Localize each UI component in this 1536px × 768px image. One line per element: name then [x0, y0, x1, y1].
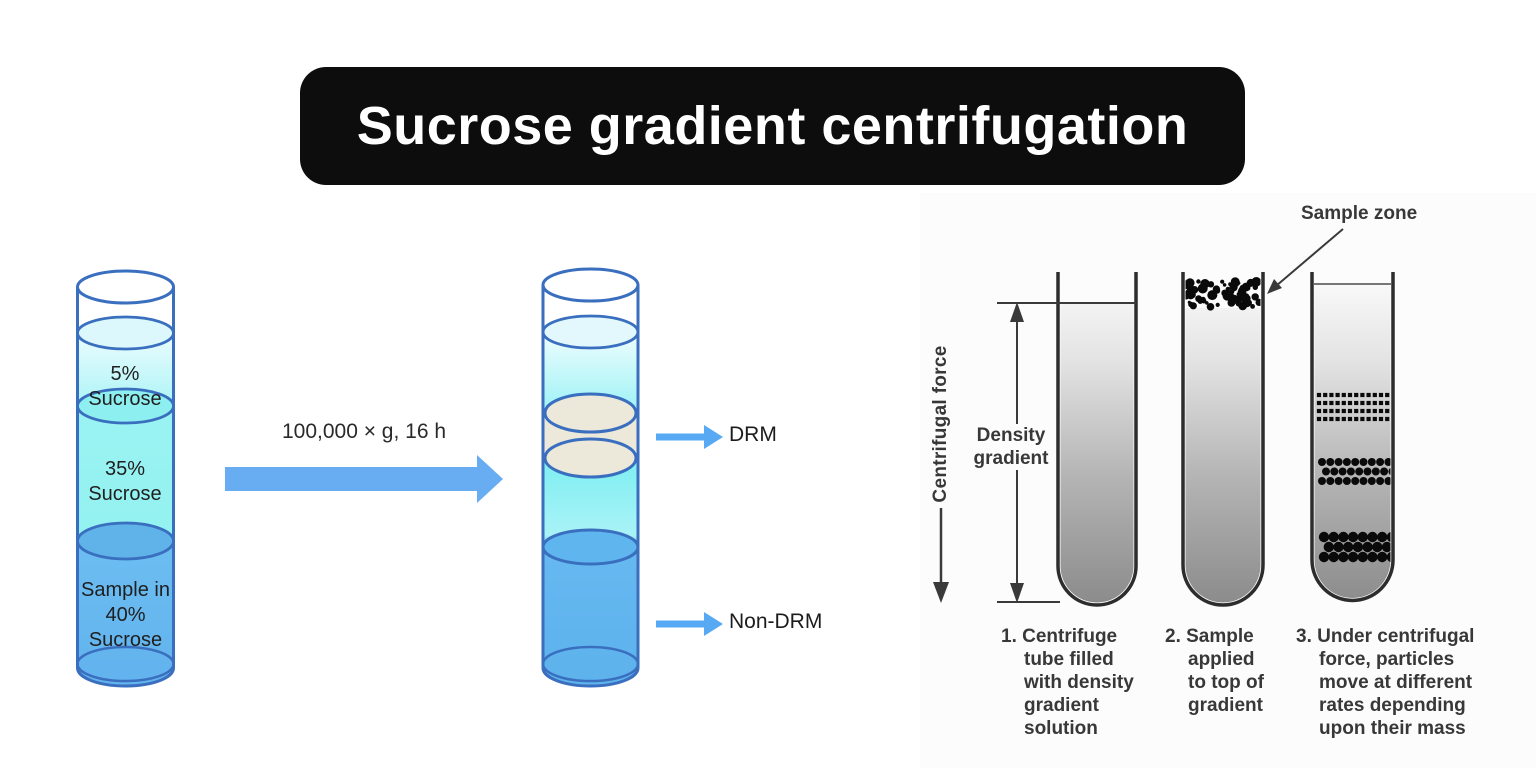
drm-pointer — [656, 425, 723, 449]
layer-label-sample-40pct: Sample in 40% Sucrose — [81, 579, 170, 651]
scan-tube-1 — [1056, 272, 1138, 607]
page-title: Sucrose gradient centrifugation — [356, 96, 1189, 156]
title-badge: Sucrose gradient centrifugation — [300, 67, 1245, 185]
scan-tube-3 — [1310, 272, 1395, 603]
centrifugal-force-arrow — [933, 508, 949, 603]
nondrm-arrowhead-icon — [704, 612, 723, 636]
drm-label: DRM — [729, 423, 777, 446]
layer-label-35pct: 35% Sucrose — [88, 458, 162, 505]
nondrm-pointer — [656, 612, 723, 636]
drm-arrowhead-icon — [704, 425, 723, 449]
nondrm-label: Non-DRM — [729, 610, 823, 633]
before-tube-mouth — [76, 269, 175, 305]
nondrm-surface — [541, 528, 640, 566]
sample-zone-pointer — [1267, 228, 1344, 294]
before-tube — [76, 269, 175, 688]
after-tube — [541, 267, 640, 688]
after-surface-ellipse — [541, 314, 640, 350]
scan-tube-2 — [1181, 272, 1265, 607]
sz-arrowhead-icon — [1267, 279, 1282, 294]
after-tube-mouth — [541, 267, 640, 303]
centrifugal-force-label: Centrifugal force — [930, 345, 951, 503]
sample-zone-label: Sample zone — [1301, 203, 1418, 224]
bracket-arrowhead-down — [1010, 583, 1024, 603]
before-surface-ellipse — [76, 315, 175, 351]
after-tube-glass — [541, 285, 640, 688]
bracket-arrowhead-up — [1010, 302, 1024, 322]
drm-band-top — [543, 392, 638, 434]
caption-step-3: 3. Under centrifugal force, particles mo… — [1296, 626, 1475, 739]
boundary-35-40 — [76, 521, 175, 561]
particle-bands — [1316, 392, 1391, 563]
layer-label-5pct: 5% Sucrose — [88, 363, 162, 410]
caption-step-2: 2. Sample applied to top of gradient — [1165, 626, 1264, 716]
after-tube-liquid — [543, 332, 638, 686]
centrifugation-conditions: 100,000 × g, 16 h — [281, 420, 447, 443]
cf-arrowhead-icon — [933, 582, 949, 603]
sample-zone-speckles — [1185, 277, 1261, 311]
process-arrow — [225, 455, 503, 503]
scan-panel — [920, 193, 1536, 768]
density-gradient-label: Density gradient — [967, 424, 1055, 470]
drm-band-bottom — [543, 437, 638, 479]
before-tube-glass — [76, 287, 175, 688]
caption-step-1: 1. Centrifuge tube filled with density g… — [1001, 626, 1134, 739]
